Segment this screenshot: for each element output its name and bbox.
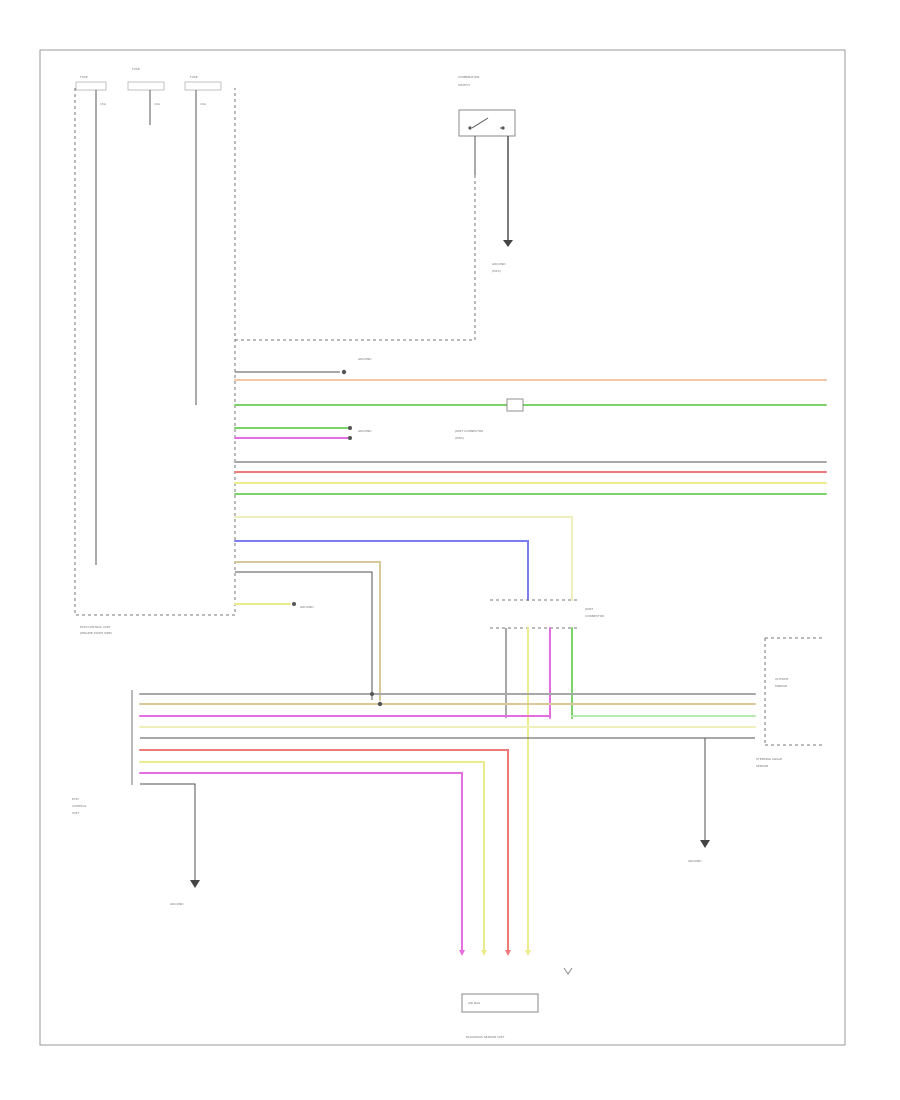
svg-text:GROUND: GROUND xyxy=(358,429,372,433)
connector-icon xyxy=(506,398,524,412)
svg-text:DIAGNOSIS SENSOR UNIT: DIAGNOSIS SENSOR UNIT xyxy=(466,1035,504,1039)
svg-text:CONNECTOR: CONNECTOR xyxy=(585,614,604,618)
svg-text:(M10): (M10) xyxy=(492,269,501,273)
svg-text:FUSE: FUSE xyxy=(190,75,198,79)
svg-text:GROUND: GROUND xyxy=(688,859,702,863)
svg-text:GROUND: GROUND xyxy=(300,605,314,609)
fuse-relay-block: FUSE FUSE FUSE 15A 10A 10A ECM CONTROL U… xyxy=(74,67,236,635)
svg-text:JOINT CONNECTOR: JOINT CONNECTOR xyxy=(454,429,483,433)
svg-text:STEERING ANGLE: STEERING ANGLE xyxy=(756,757,782,761)
control-line xyxy=(235,160,476,341)
svg-text:(M50): (M50) xyxy=(455,436,464,440)
svg-text:ECM CONTROL UNIT: ECM CONTROL UNIT xyxy=(80,625,110,629)
ground-icon xyxy=(503,240,513,247)
bottom-connector: AIR BAG DIAGNOSIS SENSOR UNIT xyxy=(459,950,573,1039)
svg-text:CONTROL: CONTROL xyxy=(72,804,87,808)
svg-text:JOINT: JOINT xyxy=(584,607,593,611)
svg-text:GROUND: GROUND xyxy=(358,357,372,361)
svg-text:GROUND: GROUND xyxy=(170,902,184,906)
svg-text:GROUND: GROUND xyxy=(492,262,506,266)
ground-icon xyxy=(190,880,200,888)
svg-text:AIR BAG: AIR BAG xyxy=(468,1001,481,1005)
page-frame xyxy=(39,49,846,1046)
right-module: OUTSIDE MIRROR GROUND STEERING ANGLE SEN… xyxy=(688,637,825,863)
svg-text:FUSE: FUSE xyxy=(80,75,88,79)
svg-text:SWITCH: SWITCH xyxy=(458,83,470,87)
switch-icon xyxy=(468,126,505,130)
svg-text:10A: 10A xyxy=(200,102,207,106)
svg-text:FUSE: FUSE xyxy=(132,67,140,71)
svg-text:MIRROR: MIRROR xyxy=(775,684,787,688)
svg-text:(ENGINE ROOM SIDE): (ENGINE ROOM SIDE) xyxy=(80,631,112,635)
svg-text:15A: 15A xyxy=(100,102,107,106)
svg-text:OUTSIDE: OUTSIDE xyxy=(775,677,788,681)
svg-text:COMBINATION: COMBINATION xyxy=(458,75,479,79)
ecm-harness: ECM CONTROL UNIT GROUND xyxy=(72,690,756,951)
horizontal-wires: JOINT CONNECTOR (M50) GROUND GROUND xyxy=(234,357,827,495)
top-switch: COMBINATION SWITCH GROUND (M10) xyxy=(458,75,516,273)
svg-text:UNIT: UNIT xyxy=(72,811,79,815)
ground-icon xyxy=(700,840,710,848)
svg-text:SENSOR: SENSOR xyxy=(756,764,768,768)
svg-text:10A: 10A xyxy=(154,102,161,106)
svg-text:ECM: ECM xyxy=(72,797,79,801)
vertical-wires: GROUND xyxy=(234,516,573,701)
